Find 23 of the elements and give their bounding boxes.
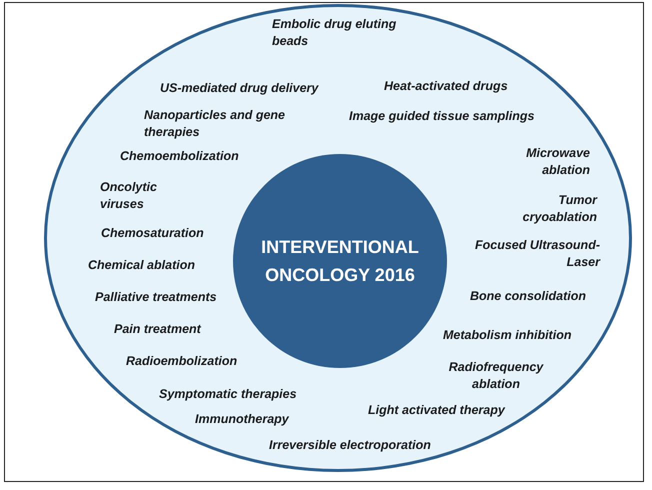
treatment-label: Image guided tissue samplings [349, 108, 534, 125]
treatment-label: Bone consolidation [470, 288, 586, 305]
treatment-label: Microwave ablation [525, 145, 590, 179]
treatment-label: Oncolytic viruses [100, 179, 158, 213]
treatment-label: Metabolism inhibition [443, 327, 572, 344]
treatment-label: US-mediated drug delivery [160, 80, 318, 97]
treatment-label: Radioembolization [126, 353, 238, 370]
treatment-label: Embolic drug eluting beads [272, 16, 398, 50]
circle-title: INTERVENTIONAL ONCOLOGY 2016 [260, 236, 420, 287]
treatment-label: Chemical ablation [88, 257, 195, 274]
treatment-label: Irreversible electroporation [269, 437, 431, 454]
treatment-label: Pain treatment [114, 321, 201, 338]
treatment-label: Palliative treatments [95, 289, 217, 306]
treatment-label: Symptomatic therapies [159, 386, 297, 403]
treatment-label: Focused Ultrasound-Laser [474, 237, 600, 271]
treatment-label: Tumor cryoablation [522, 192, 597, 226]
treatment-label: Heat-activated drugs [384, 78, 508, 95]
treatment-label: Chemoembolization [120, 148, 239, 165]
treatment-label: Immunotherapy [195, 411, 289, 428]
treatment-label: Chemosaturation [101, 225, 204, 242]
treatment-label: Radiofrequency ablation [448, 359, 544, 393]
treatment-label: Nanoparticles and gene therapies [144, 107, 286, 141]
treatment-label: Light activated therapy [368, 402, 505, 419]
